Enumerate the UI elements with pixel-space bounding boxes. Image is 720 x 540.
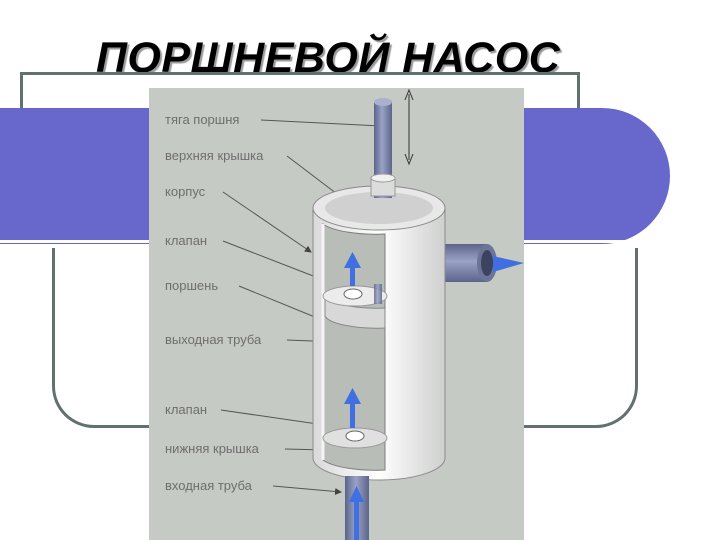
pump-diagram: тяга поршня верхняя крышка корпус клапан… bbox=[149, 88, 524, 540]
label-valve-upper: клапан bbox=[165, 233, 208, 248]
housing-shape bbox=[312, 185, 446, 481]
label-outlet-pipe: выходная труба bbox=[165, 332, 262, 347]
label-housing: корпус bbox=[165, 184, 206, 199]
label-valve-lower: клапан bbox=[165, 402, 208, 417]
piston-shape bbox=[322, 285, 388, 329]
label-piston: поршень bbox=[165, 278, 219, 293]
inlet-pipe-shape bbox=[345, 476, 369, 540]
flow-arrows bbox=[344, 252, 361, 428]
label-inlet-pipe: входная труба bbox=[165, 478, 252, 493]
outlet-pipe-shape bbox=[439, 244, 524, 282]
frame-line-top bbox=[20, 72, 580, 108]
label-top-cover: верхняя крышка bbox=[165, 148, 264, 163]
pump-illustration bbox=[220, 88, 524, 540]
label-piston-rod: тяга поршня bbox=[165, 112, 240, 127]
bottom-cover-shape bbox=[322, 427, 388, 449]
piston-rod-shape bbox=[370, 98, 396, 304]
rod-travel-arrow bbox=[404, 88, 414, 166]
label-bottom-cover: нижняя крышка bbox=[165, 441, 259, 456]
